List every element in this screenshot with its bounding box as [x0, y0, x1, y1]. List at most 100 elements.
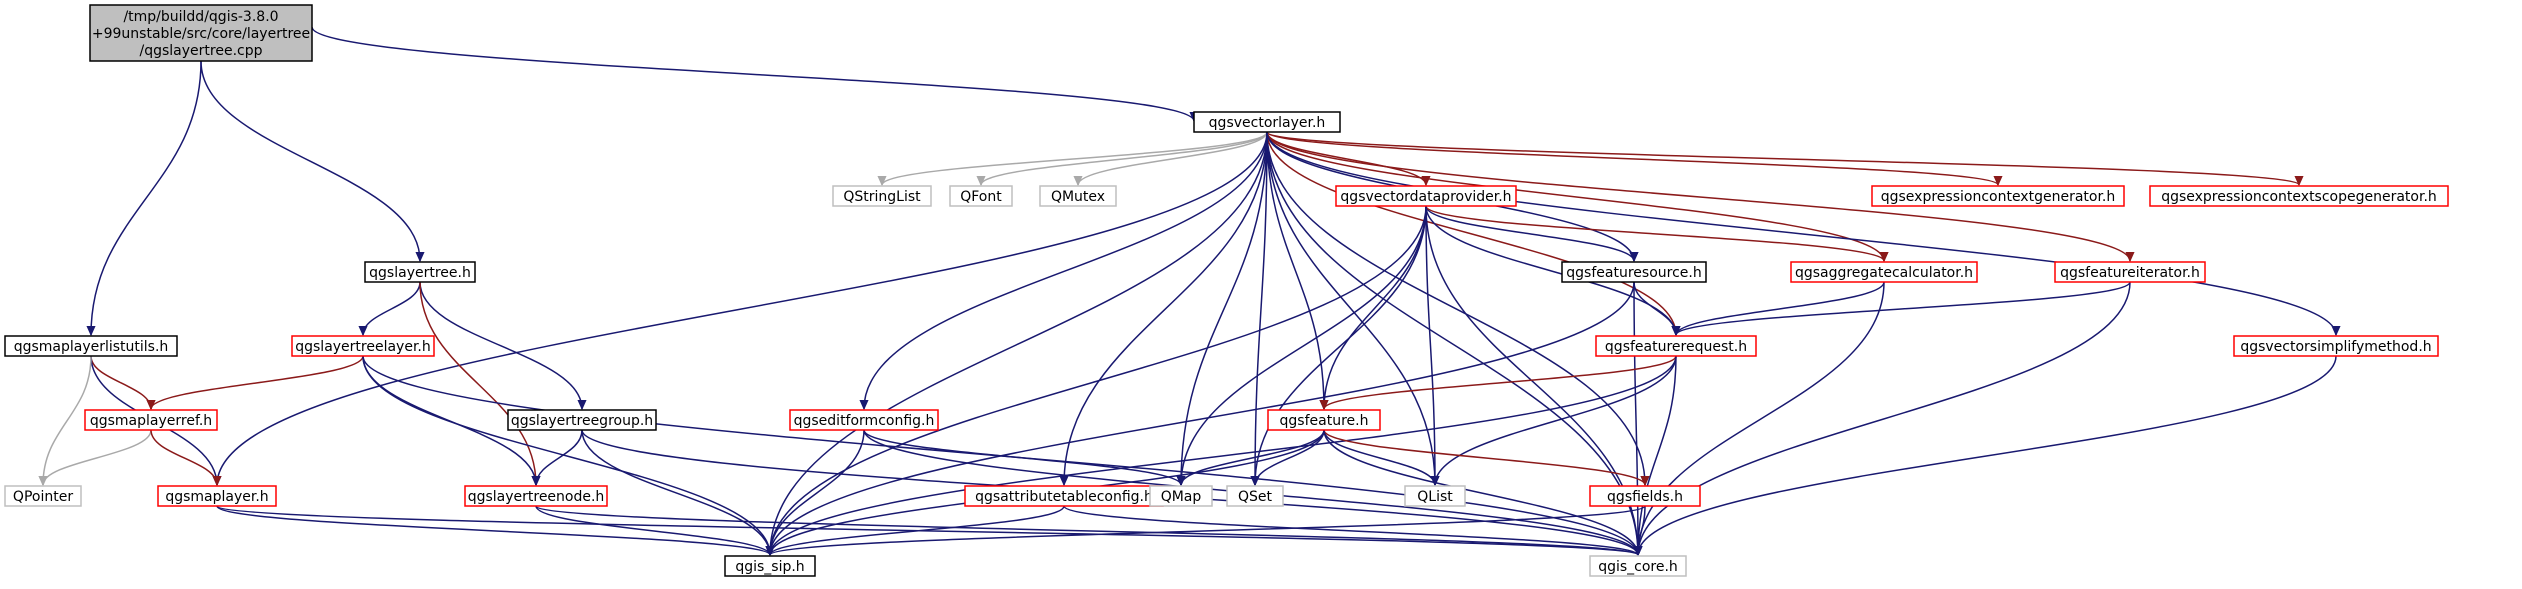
node-label-qset: QSet — [1238, 489, 1273, 505]
node-qgslayertreegroup[interactable]: qgslayertreegroup.h — [507, 409, 657, 431]
edge-qgseditformconfig-to-qgis_sip — [770, 429, 865, 555]
node-qgsexpressioncontextscopegenerator[interactable]: qgsexpressioncontextscopegenerator.h — [2149, 185, 2449, 207]
node-qgsfeature[interactable]: qgsfeature.h — [1267, 409, 1381, 431]
edge-qgsfeatureiterator-to-qgis_core — [1638, 281, 2131, 555]
edge-qgsfeature-to-qgis_core — [1323, 429, 1638, 555]
edge-qgsfeatureiterator-to-qgsfeaturerequest — [1676, 281, 2131, 335]
node-box-qset — [1226, 485, 1284, 507]
node-label-qgsfeatureiterator: qgsfeatureiterator.h — [2060, 265, 2200, 281]
edge-qgsfeaturerequest-to-qgis_core — [1638, 355, 1677, 555]
node-label-qgis_sip: qgis_sip.h — [735, 559, 804, 575]
edge-qgsmaplayerref-to-qpointer — [43, 429, 152, 485]
node-label-qgsexpressioncontextscopegenerator: qgsexpressioncontextscopegenerator.h — [2161, 189, 2437, 205]
node-qgsfeaturesource[interactable]: qgsfeaturesource.h — [1561, 261, 1707, 283]
edge-qgslayertreelayer-to-qgis_sip — [362, 355, 770, 555]
node-qset[interactable]: QSet — [1226, 485, 1284, 507]
node-qgslayertreenode[interactable]: qgslayertreenode.h — [464, 485, 608, 507]
edge-qgsvectorlayer-to-qmap — [1181, 131, 1268, 485]
node-qstringlist[interactable]: QStringList — [832, 185, 932, 207]
node-label-qgis_core: qgis_core.h — [1598, 559, 1678, 575]
node-label-qgsvectorsimplifymethod: qgsvectorsimplifymethod.h — [2240, 339, 2431, 355]
node-box-qgsmaplayer — [157, 485, 277, 507]
node-qgsvectorlayer[interactable]: qgsvectorlayer.h — [1193, 111, 1341, 133]
node-label-qgsfeature: qgsfeature.h — [1280, 413, 1369, 429]
node-qgsexpressioncontextgenerator[interactable]: qgsexpressioncontextgenerator.h — [1871, 185, 2125, 207]
node-qgsvectordataprovider[interactable]: qgsvectordataprovider.h — [1335, 185, 1517, 207]
node-qgseditformconfig[interactable]: qgseditformconfig.h — [789, 409, 939, 431]
node-qmutex[interactable]: QMutex — [1039, 185, 1117, 207]
node-label-qmutex: QMutex — [1051, 189, 1105, 205]
node-label-qgsmaplayerref: qgsmaplayerref.h — [90, 413, 212, 429]
node-qgsattributetableconfig[interactable]: qgsattributetableconfig.h — [964, 485, 1164, 507]
edge-qgslayertreegroup-to-qgslayertreenode — [536, 429, 583, 485]
node-label-qgslayertree: qgslayertree.h — [369, 265, 471, 281]
edge-qgsvectorlayer-to-qgsfeaturerequest — [1266, 131, 1676, 335]
node-qmap[interactable]: QMap — [1149, 485, 1213, 507]
node-root[interactable]: /tmp/buildd/qgis-3.8.0+99unstable/src/co… — [89, 4, 313, 62]
node-qpointer[interactable]: QPointer — [4, 485, 82, 507]
graph-edges — [43, 26, 2336, 555]
edge-qgsvectorlayer-to-qgsfields — [1266, 131, 1645, 485]
node-qlist[interactable]: QList — [1404, 485, 1466, 507]
edge-qgsvectorlayer-to-qstringlist — [882, 131, 1268, 185]
node-box-qgsfeaturesource — [1561, 261, 1707, 283]
edge-qgsaggregatecalculator-to-qgis_core — [1638, 281, 1885, 555]
node-qgsfeatureiterator[interactable]: qgsfeatureiterator.h — [2054, 261, 2206, 283]
node-label-root-line-2: /qgslayertree.cpp — [140, 43, 263, 59]
edge-qgslayertree-to-qgslayertreenode — [419, 281, 536, 485]
edge-qgslayertree-to-qgslayertreegroup — [419, 281, 582, 409]
node-qgsfeaturerequest[interactable]: qgsfeaturerequest.h — [1595, 335, 1757, 357]
edge-qgsmaplayer-to-qgis_sip — [216, 505, 770, 555]
edge-qgslayertreelayer-to-qgsmaplayerref — [151, 355, 364, 409]
edge-qgsaggregatecalculator-to-qgsfeaturerequest — [1676, 281, 1885, 335]
edge-qgsmaplayer-to-qgis_core — [216, 505, 1638, 555]
node-box-qlist — [1404, 485, 1466, 507]
node-qgis_sip[interactable]: qgis_sip.h — [724, 555, 816, 577]
edge-qgsfields-to-qgis_core — [1638, 505, 1646, 555]
edge-qgsvectorlayer-to-qgis_core — [1266, 131, 1638, 555]
node-qgsmaplayer[interactable]: qgsmaplayer.h — [157, 485, 277, 507]
edge-qgsvectordataprovider-to-qgsaggregatecalculator — [1425, 205, 1884, 261]
node-qgsmaplayerref[interactable]: qgsmaplayerref.h — [84, 409, 218, 431]
node-qgsmaplayerlistutils[interactable]: qgsmaplayerlistutils.h — [4, 335, 178, 357]
node-label-qgsvectordataprovider: qgsvectordataprovider.h — [1340, 189, 1511, 205]
node-box-qgis_core — [1589, 555, 1687, 577]
node-box-qpointer — [4, 485, 82, 507]
edge-qgslayertreegroup-to-qgis_sip — [581, 429, 770, 555]
edge-qgsattributetableconfig-to-qgis_core — [1063, 505, 1638, 555]
edge-qgsmaplayerref-to-qgsmaplayer — [150, 429, 217, 485]
edge-qgsvectorlayer-to-qmutex — [1078, 131, 1268, 185]
node-qgsaggregatecalculator[interactable]: qgsaggregatecalculator.h — [1790, 261, 1978, 283]
node-box-qgslayertree — [364, 261, 476, 283]
edge-qgslayertree-to-qgslayertreelayer — [363, 281, 421, 335]
node-box-root — [89, 4, 313, 62]
node-qgslayertreelayer[interactable]: qgslayertreelayer.h — [291, 335, 435, 357]
node-label-qstringlist: QStringList — [843, 189, 921, 205]
node-qfont[interactable]: QFont — [949, 185, 1013, 207]
node-label-qgsfeaturesource: qgsfeaturesource.h — [1566, 265, 1701, 281]
node-qgsfields[interactable]: qgsfields.h — [1589, 485, 1701, 507]
edge-qgsfeaturesource-to-qgis_sip — [770, 281, 1635, 555]
edge-root-to-qgslayertree — [200, 60, 420, 261]
node-box-qgsfeatureiterator — [2054, 261, 2206, 283]
node-box-qstringlist — [832, 185, 932, 207]
node-qgis_core[interactable]: qgis_core.h — [1589, 555, 1687, 577]
node-qgslayertree[interactable]: qgslayertree.h — [364, 261, 476, 283]
node-box-qgsmaplayerref — [84, 409, 218, 431]
node-label-qpointer: QPointer — [13, 489, 73, 505]
node-label-qgslayertreelayer: qgslayertreelayer.h — [295, 339, 431, 355]
edge-root-to-qgsvectorlayer — [311, 26, 1194, 121]
node-label-qgsfields: qgsfields.h — [1607, 489, 1683, 505]
node-box-qgsvectorsimplifymethod — [2233, 335, 2439, 357]
edge-qgslayertreenode-to-qgis_sip — [535, 505, 770, 555]
node-label-qgsmaplayer: qgsmaplayer.h — [165, 489, 268, 505]
node-box-qgsvectordataprovider — [1335, 185, 1517, 207]
node-qgsvectorsimplifymethod[interactable]: qgsvectorsimplifymethod.h — [2233, 335, 2439, 357]
edge-qgsfeaturerequest-to-qgsfeature — [1324, 355, 1677, 409]
edge-qgsfeature-to-qlist — [1323, 429, 1435, 485]
node-box-qgslayertreegroup — [507, 409, 657, 431]
node-box-qgsfeature — [1267, 409, 1381, 431]
node-label-qgsattributetableconfig: qgsattributetableconfig.h — [975, 489, 1153, 505]
node-box-qgsfeaturerequest — [1595, 335, 1757, 357]
